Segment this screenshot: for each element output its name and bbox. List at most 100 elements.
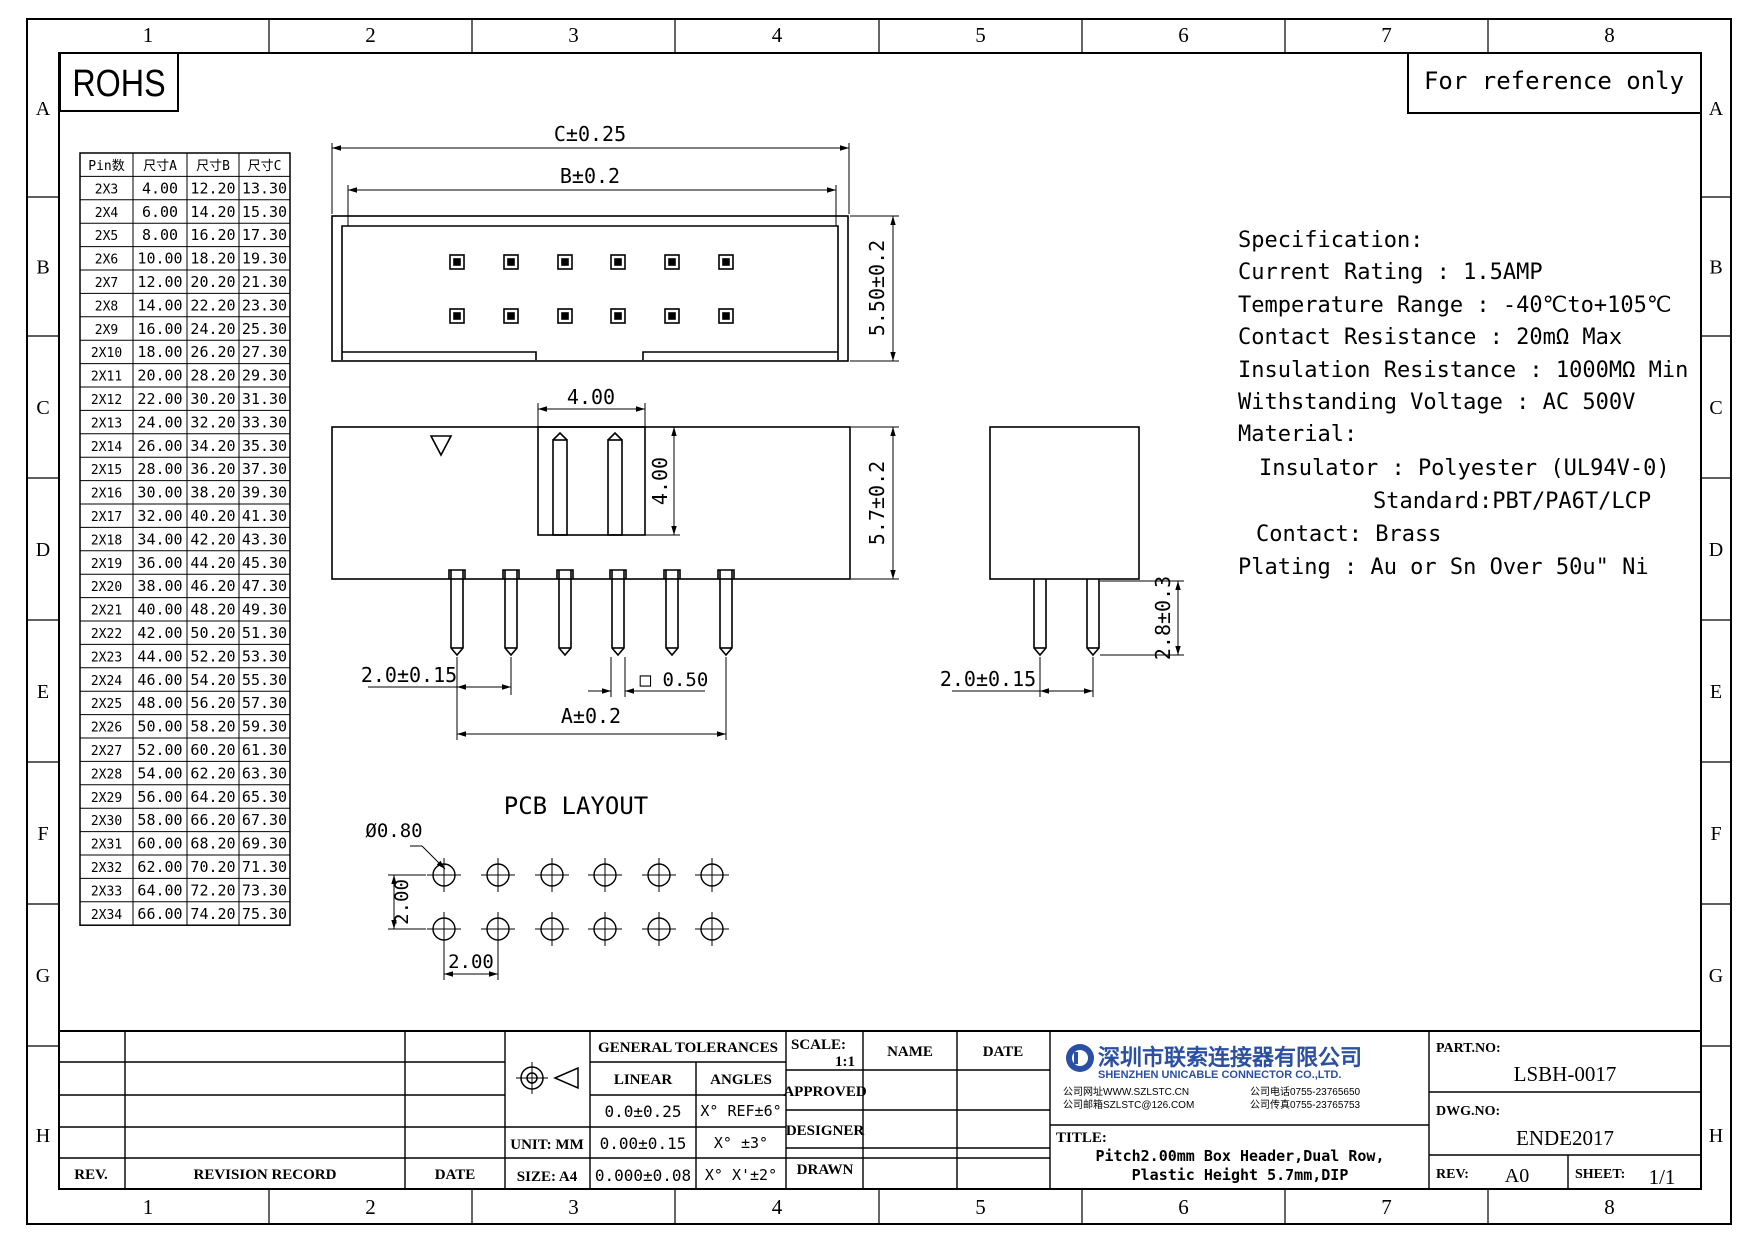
- table-cell: 50.20: [190, 624, 235, 642]
- pin-square-core: [561, 312, 569, 320]
- table-cell: 50.00: [137, 718, 182, 736]
- date-header-label: DATE: [983, 1044, 1024, 1060]
- name-label: NAME: [887, 1044, 933, 1060]
- pin-square: [503, 254, 519, 270]
- table-cell: 4.00: [142, 179, 178, 197]
- pin-tail: [558, 570, 572, 657]
- table-cell: 73.30: [242, 881, 287, 899]
- zone-row-label: E: [1710, 681, 1722, 703]
- table-cell: 18.20: [190, 250, 235, 268]
- table-cell: 42.20: [190, 530, 235, 548]
- approved-label: APPROVED: [783, 1084, 866, 1100]
- table-cell: 32.20: [190, 413, 235, 431]
- company-block: 深圳市联索连接器有限公司 SHENZHEN UNICABLE CONNECTOR…: [1063, 1044, 1362, 1111]
- zone-column-label: 1: [143, 23, 154, 47]
- projection-symbol-icon: [516, 1062, 579, 1094]
- spec-contact-resistance: Contact Resistance : 20mΩ Max: [1238, 325, 1622, 350]
- company-name-en: SHENZHEN UNICABLE CONNECTOR CO.,LTD.: [1098, 1069, 1341, 1081]
- zone-column-label: 8: [1604, 1195, 1615, 1219]
- table-cell: 2X14: [91, 440, 122, 455]
- drawing-frame: [26, 18, 1732, 1225]
- top-view-dimensions: [331, 143, 899, 362]
- pin-collar: [502, 569, 520, 579]
- table-cell: 34.20: [190, 437, 235, 455]
- revision-date-label: DATE: [435, 1167, 476, 1183]
- table-cell: 58.20: [190, 718, 235, 736]
- zone-column-label: 1: [143, 1195, 154, 1219]
- table-cell: 24.20: [190, 320, 235, 338]
- table-cell: 41.30: [242, 507, 287, 525]
- table-cell: 2X28: [91, 767, 122, 782]
- table-cell: 12.00: [137, 273, 182, 291]
- side-pin: [1086, 579, 1100, 657]
- table-cell: 48.20: [190, 601, 235, 619]
- table-cell: 56.00: [137, 788, 182, 806]
- table-cell: 52.00: [137, 741, 182, 759]
- table-cell: 2X23: [91, 650, 122, 665]
- table-cell: 2X21: [91, 604, 122, 619]
- side-view-dimensions: [952, 580, 1184, 697]
- table-cell: 30.00: [137, 484, 182, 502]
- zone-column-label: 3: [568, 1195, 579, 1219]
- table-cell: 2X8: [95, 299, 118, 314]
- pin-tail: [504, 570, 518, 657]
- table-cell: 57.30: [242, 694, 287, 712]
- table-cell: 31.30: [242, 390, 287, 408]
- table-cell: 12.20: [190, 179, 235, 197]
- table-header-cell: Pin数: [88, 159, 124, 174]
- angles-label: ANGLES: [710, 1072, 772, 1088]
- pin-square-core: [668, 312, 676, 320]
- table-cell: 2X30: [91, 814, 122, 829]
- title-block: [59, 1030, 1701, 1189]
- table-cell: 2X4: [95, 206, 119, 221]
- zone-row-label: A: [36, 98, 51, 120]
- table-cell: 2X19: [91, 557, 122, 572]
- table-cell: 2X13: [91, 416, 122, 431]
- spec-withstanding-voltage: Withstanding Voltage : AC 500V: [1238, 390, 1635, 415]
- part-no-value: LSBH-0017: [1514, 1062, 1617, 1086]
- pin-square-core: [561, 258, 569, 266]
- table-cell: 64.20: [190, 788, 235, 806]
- table-cell: 34.00: [137, 530, 182, 548]
- table-cell: 13.30: [242, 179, 287, 197]
- table-cell: 24.00: [137, 413, 182, 431]
- table-cell: 2X17: [91, 510, 122, 525]
- zone-row-label: D: [1709, 539, 1723, 561]
- table-cell: 16.20: [190, 226, 235, 244]
- angle-tol-3: X° X'±2°: [705, 1166, 777, 1184]
- table-cell: 32.00: [137, 507, 182, 525]
- table-cell: 44.20: [190, 554, 235, 572]
- scale-label: SCALE:: [791, 1037, 846, 1053]
- specification-block: Specification: Current Rating : 1.5AMP T…: [1238, 228, 1688, 580]
- table-border: [79, 152, 291, 926]
- rohs-text: ROHS: [72, 63, 165, 105]
- size-label: SIZE: A4: [517, 1169, 578, 1185]
- table-cell: 37.30: [242, 460, 287, 478]
- table-cell: 30.20: [190, 390, 235, 408]
- table-cell: 71.30: [242, 858, 287, 876]
- drawing-title-line1: Pitch2.00mm Box Header,Dual Row,: [1096, 1147, 1385, 1165]
- table-cell: 14.00: [137, 296, 182, 314]
- zone-row-label: A: [1709, 98, 1724, 120]
- table-cell: 58.00: [137, 811, 182, 829]
- table-cell: 2X25: [91, 697, 122, 712]
- table-cell: 6.00: [142, 203, 178, 221]
- pin-square: [610, 254, 626, 270]
- table-cell: 20.00: [137, 367, 182, 385]
- table-cell: 2X26: [91, 721, 122, 736]
- pin-square: [718, 308, 734, 324]
- table-cell: 61.30: [242, 741, 287, 759]
- table-cell: 26.20: [190, 343, 235, 361]
- pin-square: [503, 308, 519, 324]
- table-cell: 63.30: [242, 764, 287, 782]
- title-label: TITLE:: [1056, 1130, 1107, 1146]
- pin-square: [664, 254, 680, 270]
- table-cell: 67.30: [242, 811, 287, 829]
- zone-column-label: 6: [1178, 1195, 1189, 1219]
- zone-column-label: 5: [975, 1195, 986, 1219]
- pin-square: [449, 254, 465, 270]
- side-view: [989, 426, 1140, 657]
- dwg-no-label: DWG.NO:: [1436, 1104, 1500, 1119]
- spec-current: Current Rating : 1.5AMP: [1238, 260, 1543, 285]
- table-cell: 60.20: [190, 741, 235, 759]
